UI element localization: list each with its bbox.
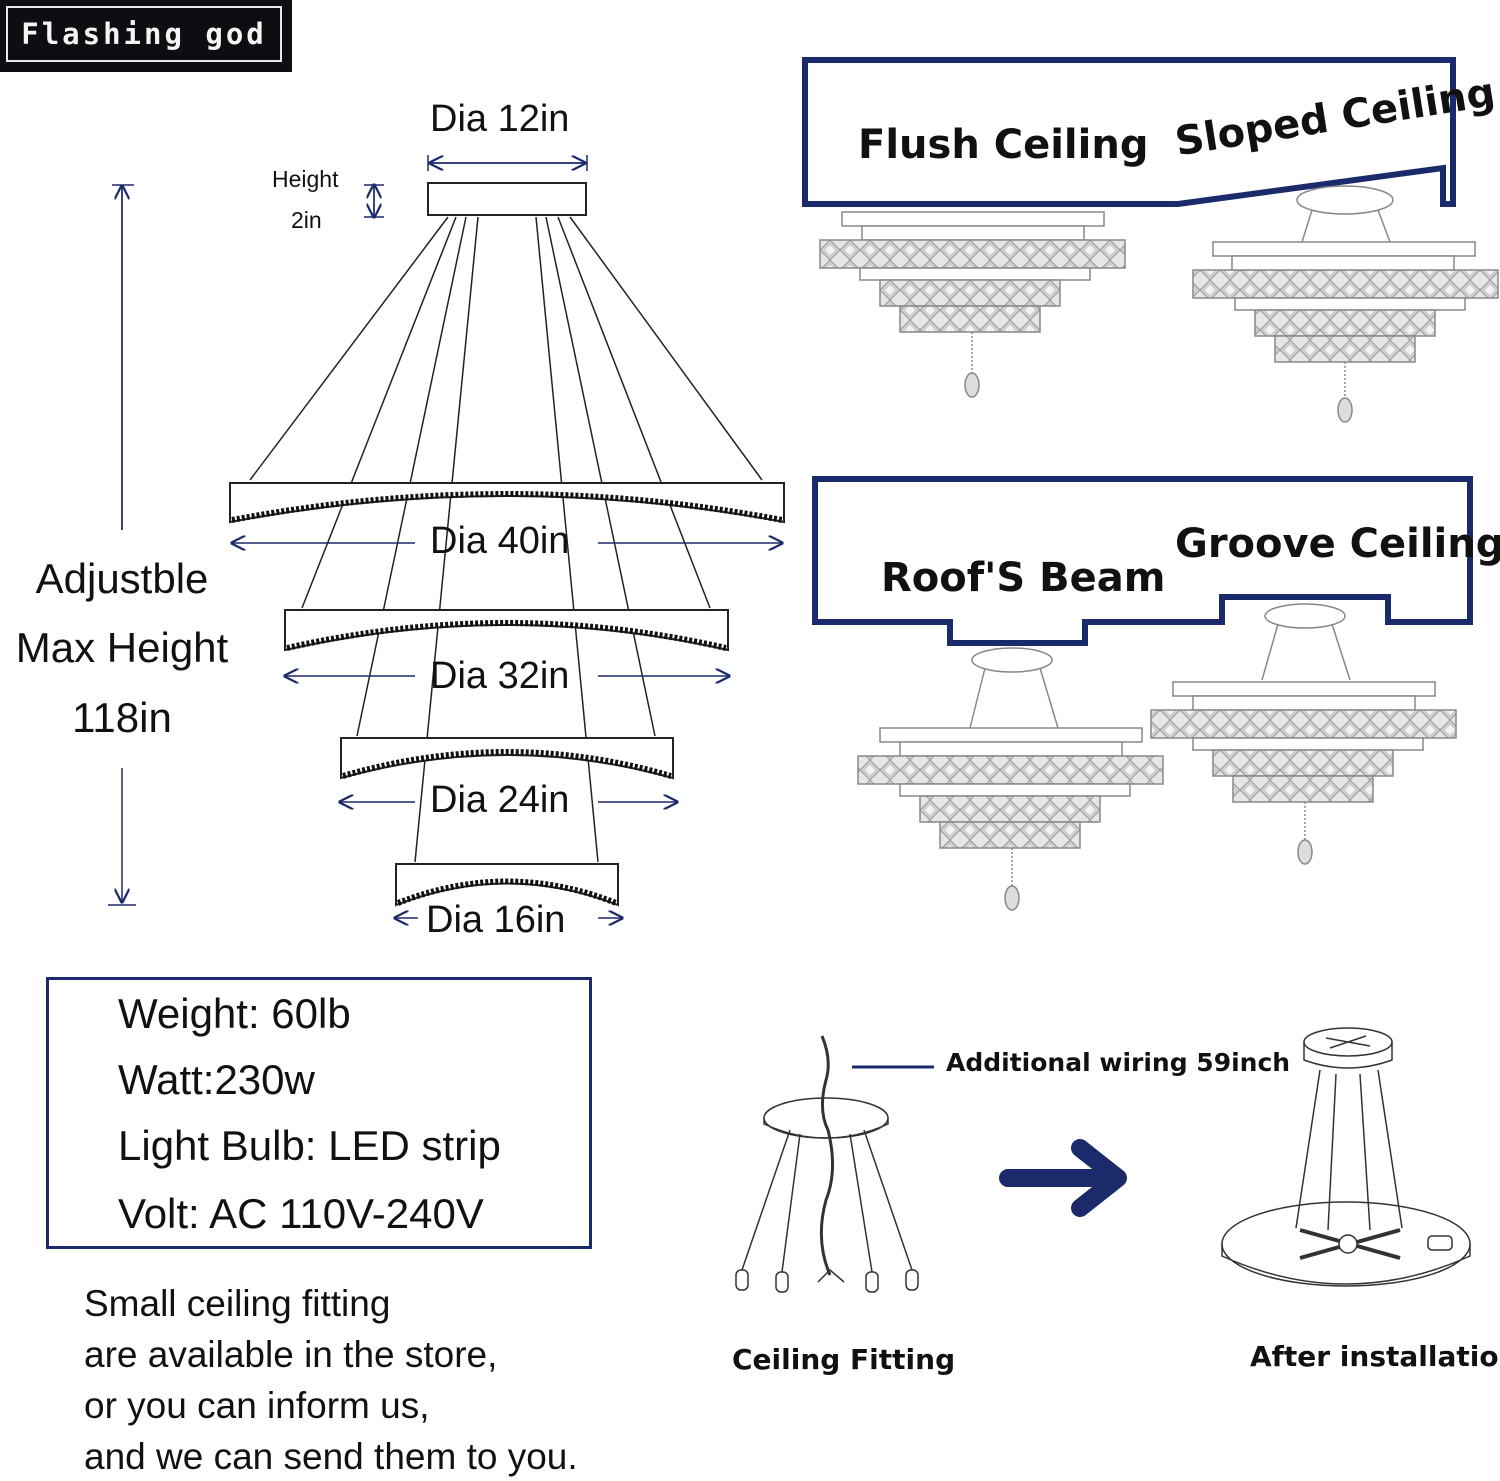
canopy	[427, 182, 587, 216]
ceiling-outline-bottom	[812, 476, 1473, 646]
max-height-line1: Adjustble	[35, 555, 209, 602]
note-line3: or you can inform us,	[84, 1385, 430, 1426]
dia-40-label: Dia 40in	[430, 520, 570, 562]
ceiling-outline-top	[802, 57, 1456, 207]
after-installation-illustration	[1221, 1027, 1471, 1287]
height-label: Height	[272, 166, 339, 192]
spec-watt: Watt:230w	[118, 1056, 315, 1103]
spec-weight: Weight: 60lb	[118, 990, 351, 1037]
wire	[569, 216, 763, 481]
brand-text: Flashing god	[6, 6, 282, 62]
note-line1: Small ceiling fitting	[84, 1283, 391, 1324]
ring-24in	[340, 737, 674, 780]
dimension-arrows	[108, 155, 782, 918]
height-value: 2in	[291, 207, 322, 233]
specs-box	[46, 977, 592, 1249]
spec-bulb: Light Bulb: LED strip	[118, 1122, 501, 1169]
note-line4: and we can send them to you.	[84, 1436, 578, 1477]
additional-wiring-label: Additional wiring 59inch	[946, 1048, 1291, 1077]
max-height-line2: Max Height	[15, 624, 229, 671]
ring-40in	[229, 482, 785, 524]
ceiling-fitting-label: Ceiling Fitting	[732, 1343, 956, 1376]
dia-16-label: Dia 16in	[426, 899, 566, 941]
chandelier-flush	[819, 211, 1126, 398]
chandelier-roof-beam	[857, 647, 1164, 911]
wire	[545, 216, 656, 737]
wire	[249, 216, 449, 481]
after-installation-label: After installation	[1250, 1340, 1500, 1373]
wire	[356, 216, 467, 737]
spec-volt: Volt: AC 110V-240V	[118, 1190, 484, 1237]
dia-24-label: Dia 24in	[430, 779, 570, 821]
max-height-line3: 118in	[72, 694, 172, 741]
arrow-icon	[999, 1139, 1127, 1217]
chandelier-sloped	[1192, 185, 1499, 423]
ring-32in	[284, 609, 729, 652]
groove-ceiling-label: Groove Ceiling	[1175, 521, 1500, 567]
ceiling-fitting-illustration	[735, 1035, 934, 1293]
roof-beam-label: Roof'S Beam	[881, 555, 1166, 601]
dia-12-label: Dia 12in	[430, 98, 570, 140]
brand-logo: Flashing god	[0, 0, 292, 72]
ring-16in	[395, 863, 619, 907]
flush-ceiling-label: Flush Ceiling	[858, 122, 1149, 168]
chandelier-groove	[1150, 603, 1457, 865]
note-line2: are available in the store,	[84, 1334, 498, 1375]
wire	[557, 216, 711, 609]
dia-32-label: Dia 32in	[430, 655, 570, 697]
